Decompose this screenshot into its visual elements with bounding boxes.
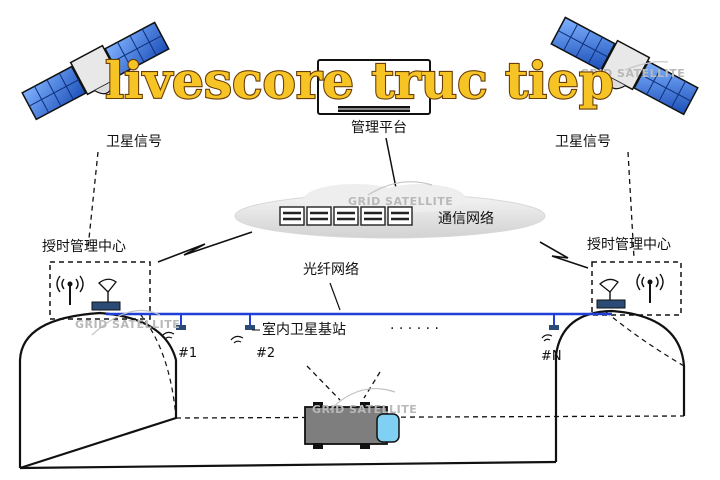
satellite-dish-left-icon: [98, 278, 117, 302]
overlay-title: livescore truc tiep: [105, 51, 614, 110]
timing-center-left-box: [49, 261, 151, 320]
switch-icon: [360, 206, 386, 226]
svg-text:GRID SATELLITE: GRID SATELLITE: [580, 67, 685, 80]
receiver-right-icon: [596, 299, 626, 309]
tunnel-inner-ceiling-left: [139, 313, 177, 419]
switch-icon: [279, 206, 305, 226]
label-station-1: #1: [178, 346, 197, 361]
label-management-platform: 管理平台: [351, 120, 407, 136]
signal-to-vehicle-left: [306, 365, 341, 401]
wireless-link-left: [157, 231, 253, 263]
svg-text:GRID SATELLITE: GRID SATELLITE: [75, 318, 180, 331]
base-station-1-icon: [161, 314, 186, 340]
watermark-2: GRID SATELLITE: [75, 309, 180, 336]
switch-icon: [306, 206, 332, 226]
label-station-n: #N: [541, 349, 562, 364]
wireless-link-right: [539, 241, 589, 269]
antenna-left-icon: [56, 275, 84, 305]
switch-icon: [387, 206, 413, 226]
watermark-3: GRID SATELLITE: [312, 388, 417, 416]
tunnel-front-arch: [18, 311, 178, 470]
fiber-label-pointer: [329, 282, 341, 311]
satellite-right-icon: [550, 16, 699, 116]
label-indoor-station: 室内卫星基站: [262, 321, 346, 338]
label-timing-center-right: 授时管理中心: [587, 237, 671, 253]
signal-line-left: [87, 151, 99, 249]
monitor-icon: [317, 59, 431, 115]
watermark-1: GRID SATELLITE: [348, 181, 453, 208]
tunnel-floor-front: [19, 460, 557, 470]
vehicle-icon: [304, 402, 400, 449]
label-timing-center-left: 授时管理中心: [42, 239, 126, 255]
label-satellite-signal-right: 卫星信号: [555, 134, 611, 150]
base-station-2-icon: [230, 314, 255, 344]
satellite-left-icon: [21, 21, 170, 121]
svg-text:GRID SATELLITE: GRID SATELLITE: [312, 403, 417, 416]
receiver-left-icon: [91, 301, 121, 311]
watermark-4: GRID SATELLITE: [580, 61, 685, 80]
label-station-2: #2: [256, 346, 275, 361]
label-fiber-network: 光纤网络: [303, 262, 359, 278]
tunnel-back-arch: [554, 309, 686, 462]
tunnel-floor-back: [175, 415, 685, 419]
antenna-right-icon: [636, 273, 664, 303]
tunnel-inner-ceiling-right: [605, 311, 685, 367]
label-comm-network: 通信网络: [438, 211, 494, 227]
platform-network-link: [385, 137, 397, 189]
base-station-n-icon: [541, 314, 559, 342]
label-ellipsis: · · · · · ·: [390, 321, 439, 337]
switch-icon: [333, 206, 359, 226]
svg-text:GRID SATELLITE: GRID SATELLITE: [348, 195, 453, 208]
satellite-dish-right-icon: [598, 278, 619, 300]
signal-to-vehicle-right: [363, 371, 381, 399]
label-satellite-signal-left: 卫星信号: [106, 134, 162, 150]
